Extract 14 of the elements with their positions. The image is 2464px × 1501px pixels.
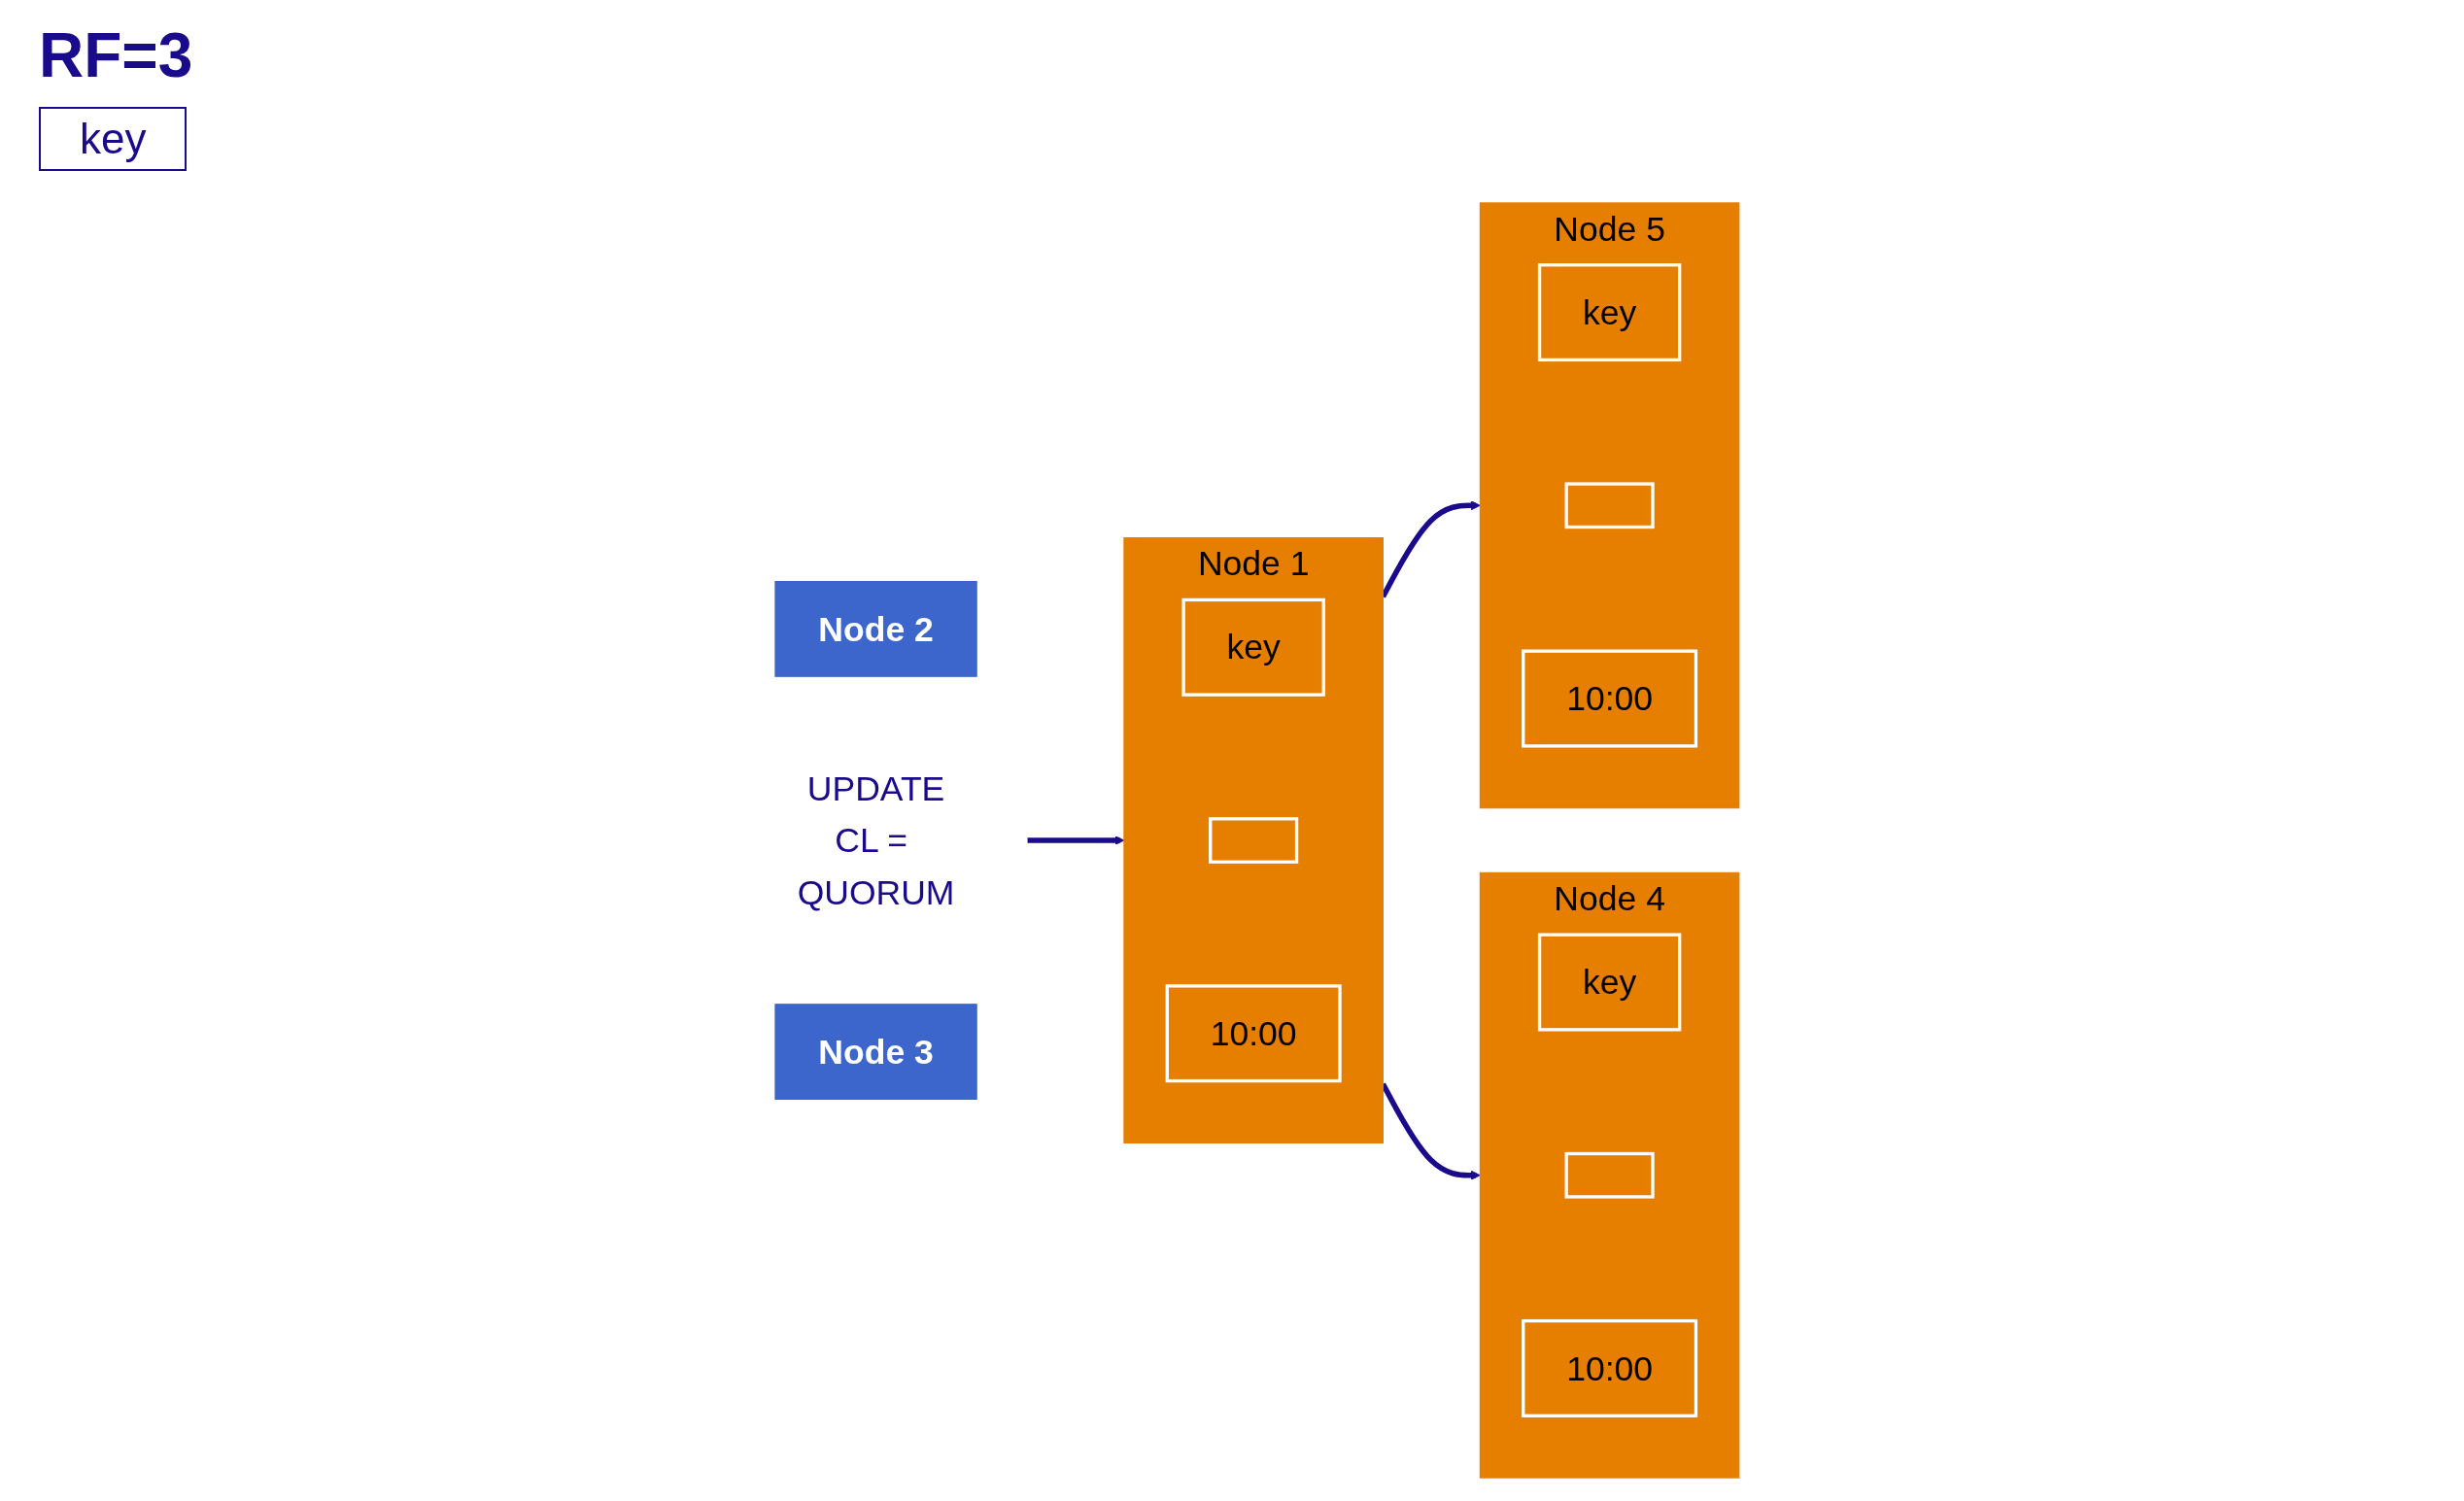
node-text: UPDATE CL = QUORUM [797,768,955,912]
replication-factor-label: RF=3 [39,19,193,91]
node-box: key [1181,597,1325,697]
node-box [1209,817,1299,864]
node-box: Node 2 [774,581,977,677]
node-box: key [1537,263,1682,362]
node-box: key [1537,933,1682,1032]
node-box [1564,1151,1655,1199]
key-cell: key [39,107,188,171]
node-box [1564,482,1655,529]
node-box: 10:00 [1522,1318,1698,1417]
node-box: 10:00 [1165,984,1342,1083]
node-box: Node 3 [774,1004,977,1100]
node-box: 10:00 [1522,649,1698,748]
